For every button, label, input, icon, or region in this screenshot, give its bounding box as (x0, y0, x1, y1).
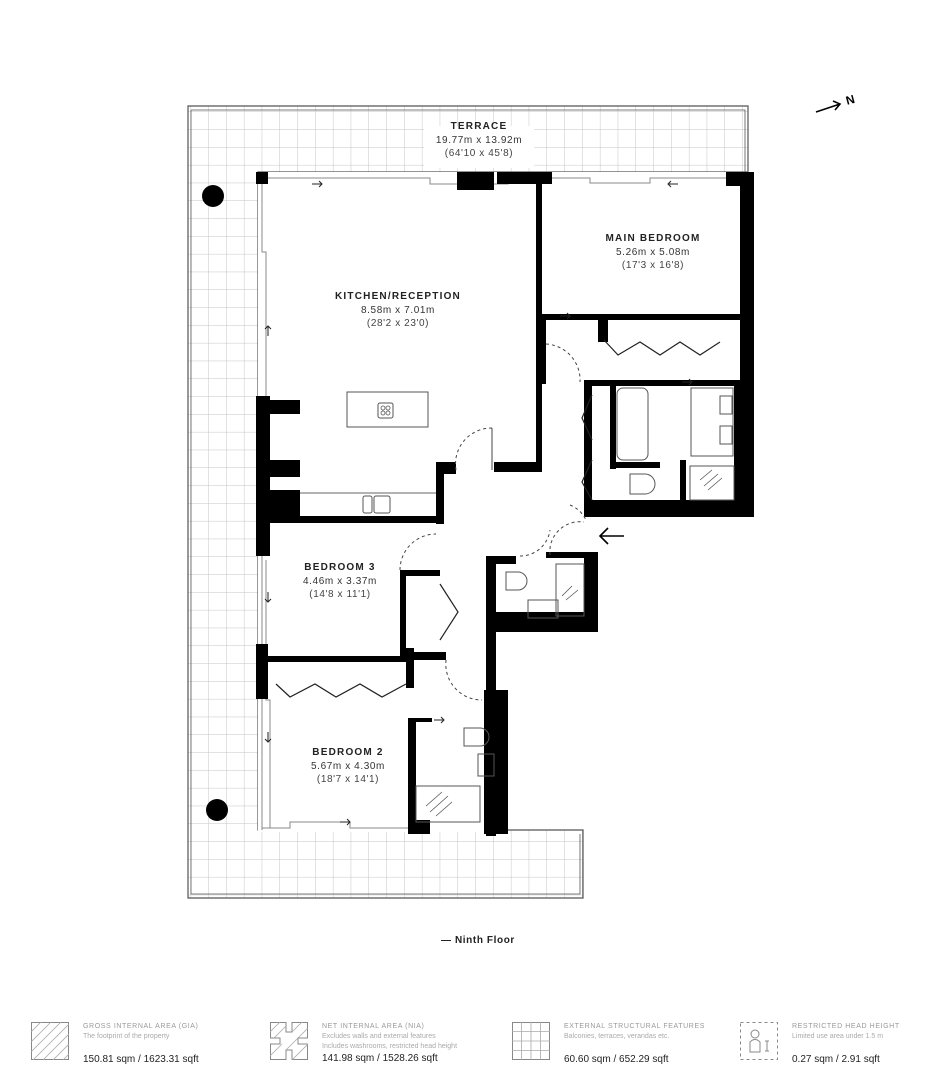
column-icon (202, 185, 224, 207)
north-arrow-icon: N (815, 92, 856, 113)
legend-value: 60.60 sqm / 652.29 sqft (564, 1054, 669, 1065)
floor-caption: — Ninth Floor (441, 935, 515, 946)
nia-hatch-icon (270, 1022, 308, 1060)
room-label-main-bedroom: MAIN BEDROOM 5.26m x 5.08m (17'3 x 16'8) (606, 232, 701, 273)
room-label-bedroom-2: BEDROOM 2 5.67m x 4.30m (18'7 x 14'1) (311, 746, 385, 787)
room-name: BEDROOM 3 (304, 562, 376, 573)
room-label-terrace: TERRACE 19.77m x 13.92m (64'10 x 45'8) (436, 120, 522, 161)
sliding-arrows (264, 180, 693, 826)
legend-nia: NET INTERNAL AREA (NIA) Excludes walls a… (270, 1022, 457, 1064)
column-icon (206, 799, 228, 821)
room-label-bedroom-3: BEDROOM 3 4.46m x 3.37m (14'8 x 11'1) (303, 561, 377, 602)
legend-desc: Limited use area under 1.5 m (792, 1033, 884, 1040)
legend-title: NET INTERNAL AREA (NIA) (322, 1023, 425, 1030)
room-dimensions-metric: 4.46m x 3.37m (303, 575, 377, 587)
legend-desc: Includes washrooms, restricted head heig… (322, 1043, 458, 1050)
legend-external: EXTERNAL STRUCTURAL FEATURES Balconies, … (512, 1022, 705, 1065)
bathroom-fixtures (415, 387, 735, 823)
legend-title: GROSS INTERNAL AREA (GIA) (83, 1023, 199, 1030)
legend-desc: Excludes walls and external features (322, 1033, 436, 1040)
north-indicator: N (814, 92, 864, 121)
legend-value: 150.81 sqm / 1623.31 sqft (83, 1054, 199, 1065)
room-dimensions-metric: 19.77m x 13.92m (435, 134, 523, 146)
legend-value: 0.27 sqm / 2.91 sqft (792, 1054, 880, 1065)
north-label: N (844, 92, 856, 108)
gia-hatch-icon (31, 1022, 69, 1060)
legend-desc: Balconies, terraces, verandas etc. (564, 1033, 670, 1040)
kitchen-island (346, 391, 429, 428)
wardrobe (275, 339, 721, 698)
room-dimensions-imperial: (18'7 x 14'1) (316, 774, 380, 785)
legend-title: EXTERNAL STRUCTURAL FEATURES (564, 1023, 706, 1030)
entrance-arrow-icon (598, 527, 624, 545)
room-dimensions-metric: 5.26m x 5.08m (616, 246, 690, 258)
restricted-height-person-icon (740, 1022, 778, 1060)
room-label-kitchen-reception: KITCHEN/RECEPTION 8.58m x 7.01m (28'2 x … (335, 290, 461, 331)
room-name: KITCHEN/RECEPTION (335, 291, 461, 302)
walls (256, 172, 754, 836)
legend-restricted: RESTRICTED HEAD HEIGHT Limited use area … (740, 1022, 900, 1065)
room-name: BEDROOM 2 (312, 747, 384, 758)
legend-title: RESTRICTED HEAD HEIGHT (792, 1023, 900, 1030)
room-dimensions-imperial: (14'8 x 11'1) (309, 589, 371, 600)
room-dimensions-imperial: (17'3 x 16'8) (621, 260, 685, 271)
legend-desc: The footprint of the property (83, 1033, 170, 1040)
room-dimensions-imperial: (28'2 x 23'0) (366, 318, 430, 329)
floor-plan (187, 105, 754, 899)
room-dimensions-metric: 8.58m x 7.01m (361, 304, 435, 316)
room-name: TERRACE (450, 121, 508, 132)
kitchen-counter (300, 492, 436, 514)
room-name: MAIN BEDROOM (605, 233, 701, 244)
room-dimensions-metric: 5.67m x 4.30m (311, 760, 385, 772)
doors (399, 343, 587, 701)
legend-gia: GROSS INTERNAL AREA (GIA) The footprint … (31, 1022, 199, 1065)
legend-value: 141.98 sqm / 1528.26 sqft (322, 1053, 438, 1064)
room-dimensions-imperial: (64'10 x 45'8) (444, 148, 514, 159)
external-grid-icon (512, 1022, 550, 1060)
